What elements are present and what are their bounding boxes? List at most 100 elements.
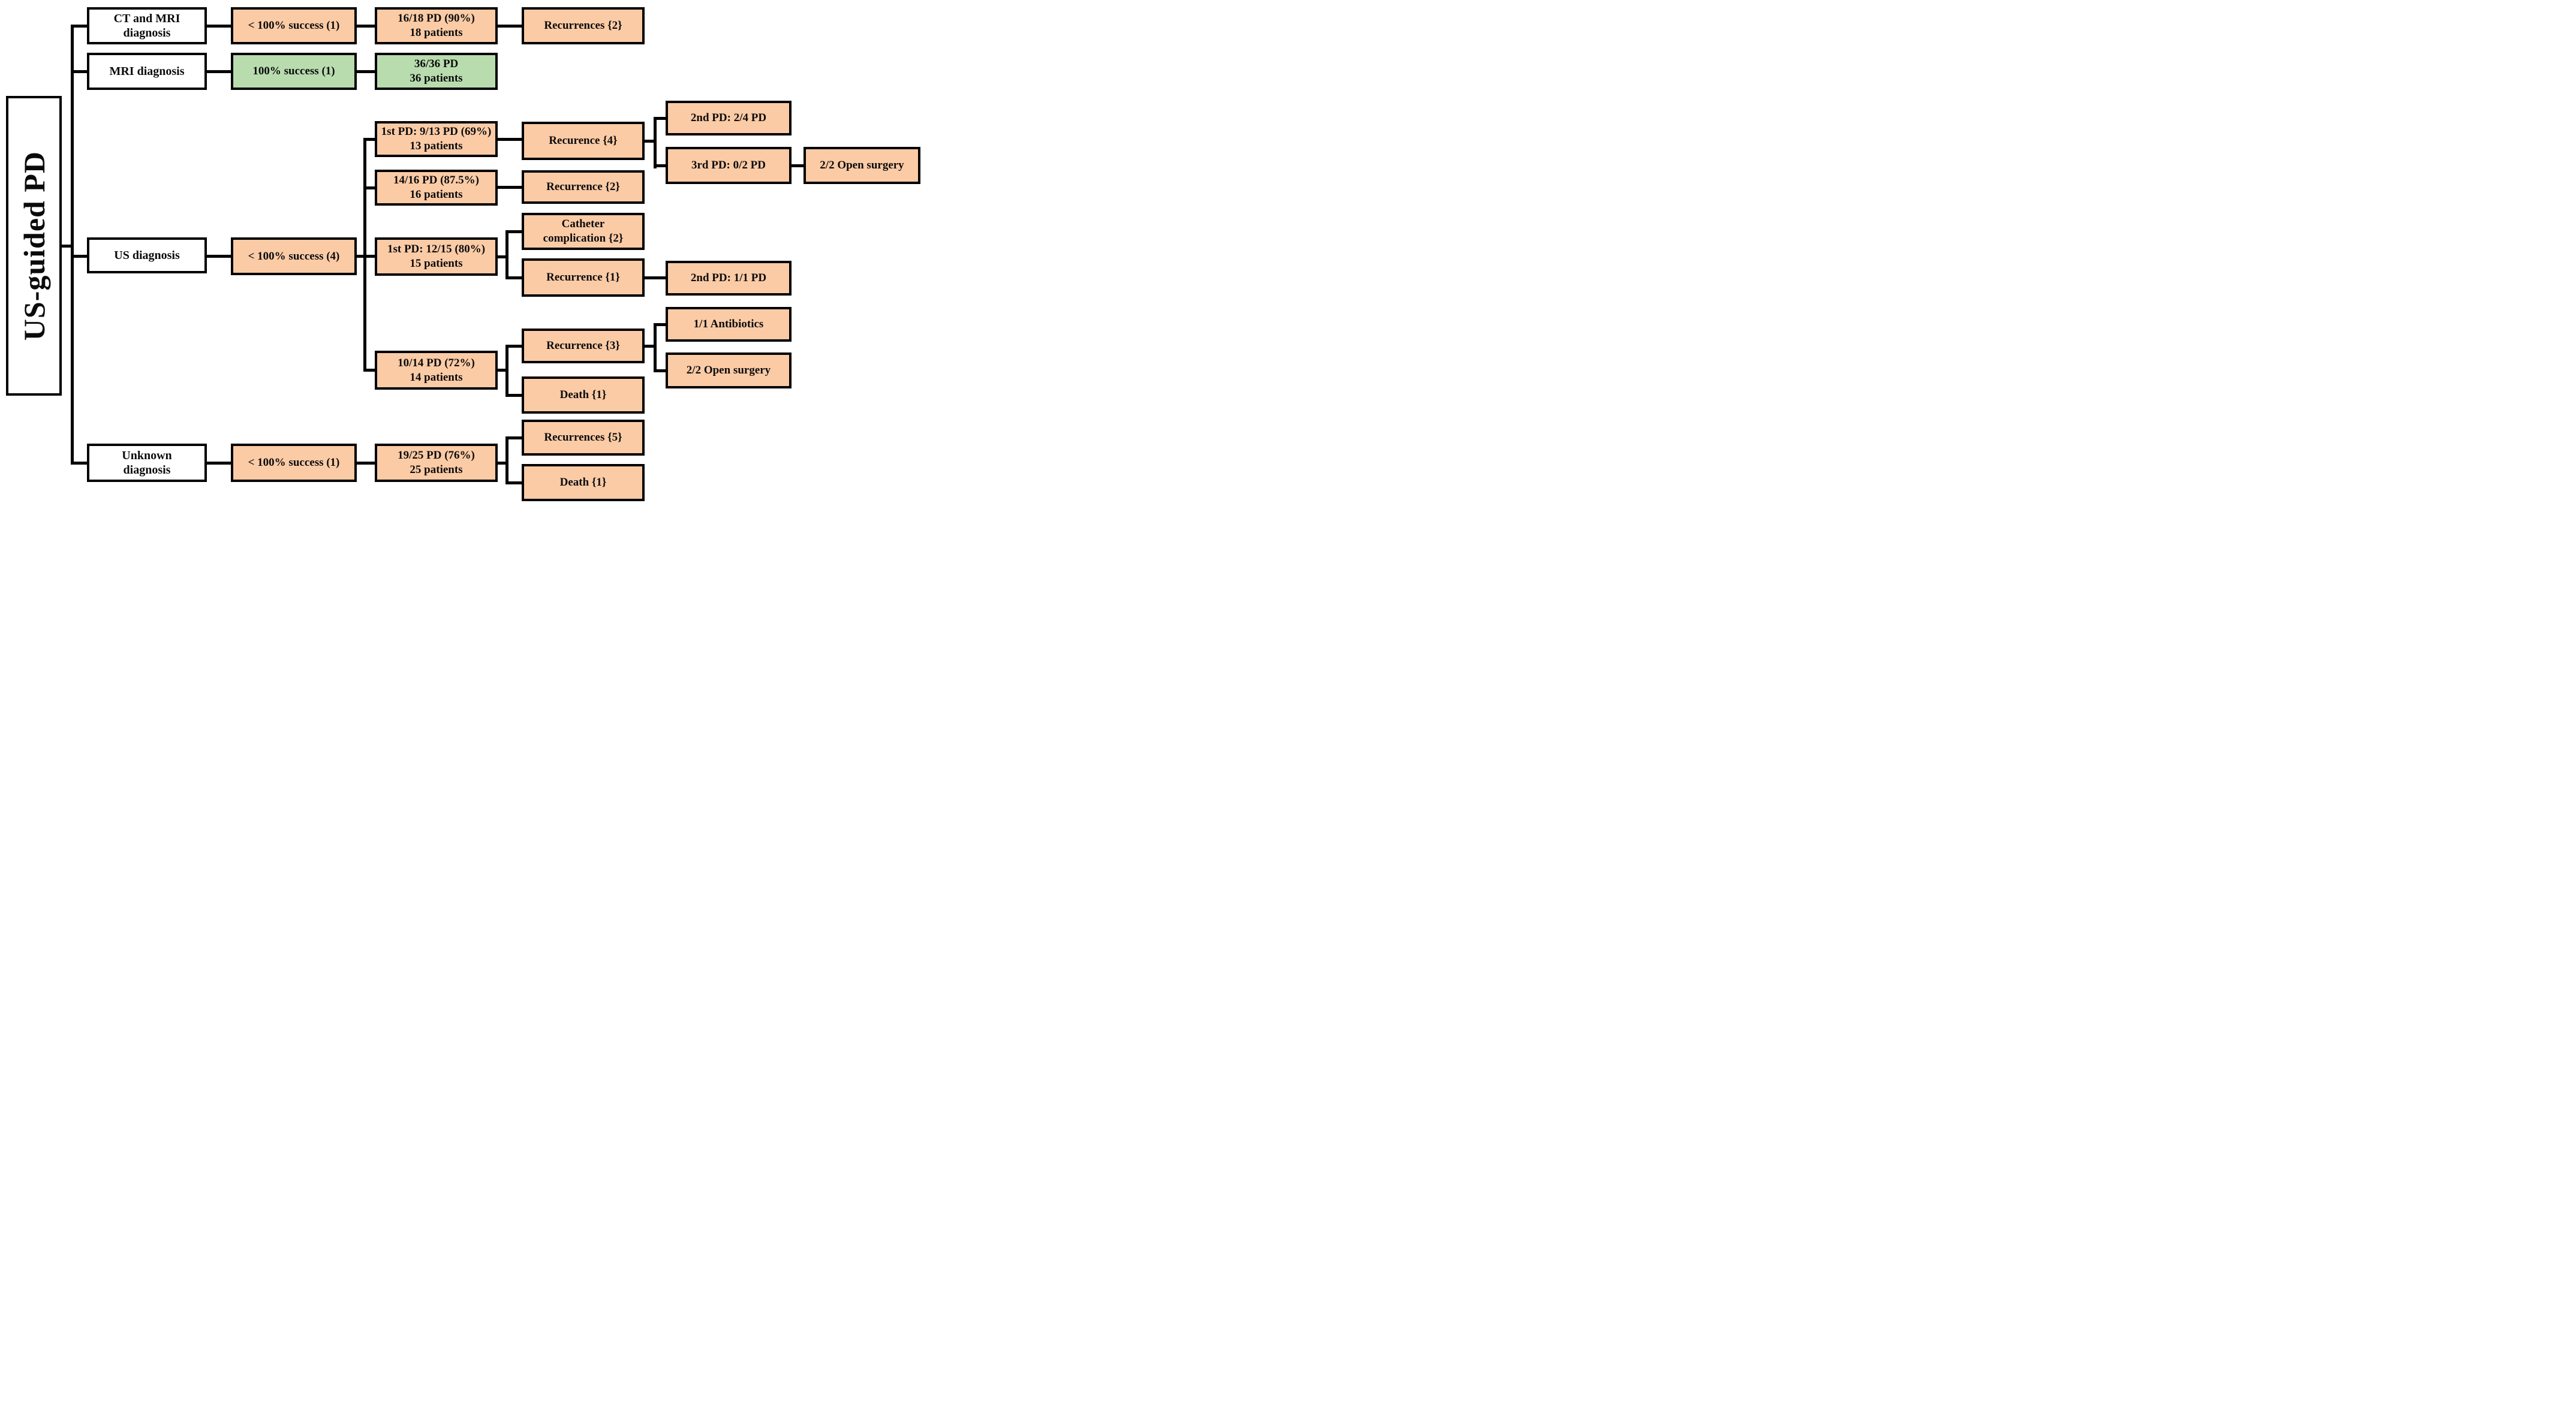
node-ct-pd-result: 16/18 PD (90%) 18 patients <box>375 7 498 44</box>
node-us-branch4-open-surgery: 2/2 Open surgery <box>666 352 792 388</box>
node-root-us-guided-pd: US-guided PD <box>6 96 62 396</box>
node-text: 1/1 Antibiotics <box>693 318 764 330</box>
connector-root-trunk <box>62 245 74 248</box>
node-text: 16 patients <box>410 188 463 201</box>
node-text: Recurence {4} <box>549 134 618 147</box>
node-us-branch1-open-surgery: 2/2 Open surgery <box>804 147 920 184</box>
node-us-diagnosis: US diagnosis <box>87 237 207 273</box>
connector <box>645 140 657 143</box>
node-text: CT and MRI <box>113 12 180 25</box>
node-text: 14 patients <box>410 370 463 384</box>
node-us-branch3-catheter-complication: Catheter complication {2} <box>522 213 645 250</box>
node-us-branch1-2nd-pd: 2nd PD: 2/4 PD <box>666 101 792 135</box>
root-label: US-guided PD <box>17 150 51 341</box>
connector <box>207 255 231 258</box>
connector <box>654 323 657 372</box>
node-text: US diagnosis <box>114 249 180 262</box>
node-us-branch2-recurrence: Recurrence {2} <box>522 170 645 204</box>
node-text: 18 patients <box>410 26 463 39</box>
node-us-branch1-pd: 1st PD: 9/13 PD (69%) 13 patients <box>375 121 498 157</box>
connector <box>357 70 375 73</box>
node-text: 36/36 PD <box>414 58 459 70</box>
node-text: Recurrences {2} <box>544 19 622 32</box>
node-mri-pd-result: 36/36 PD 36 patients <box>375 53 498 90</box>
node-us-branch3-recurrence: Recurrence {1} <box>522 258 645 297</box>
node-ct-success-rate: < 100% success (1) <box>231 7 357 44</box>
node-us-branch3-pd: 1st PD: 12/15 (80%) 15 patients <box>375 237 498 276</box>
node-text: 16/18 PD (90%) <box>398 12 475 25</box>
connector <box>505 345 522 348</box>
connector <box>654 323 666 326</box>
connector-trunk-unknown <box>71 462 87 465</box>
node-unknown-diagnosis: Unknown diagnosis <box>87 444 207 482</box>
node-mri-success-rate: 100% success (1) <box>231 53 357 90</box>
connector <box>207 462 231 465</box>
connector <box>357 462 375 465</box>
node-text: complication {2} <box>543 232 624 245</box>
connector-trunk-mri <box>71 70 87 73</box>
node-mri-diagnosis: MRI diagnosis <box>87 53 207 90</box>
node-text: Death {1} <box>559 388 607 401</box>
node-text: 100% success (1) <box>252 65 335 77</box>
connector-trunk-ctmri <box>71 25 87 28</box>
connector <box>505 230 508 279</box>
connector <box>654 369 666 372</box>
node-text: 2nd PD: 1/1 PD <box>690 272 767 284</box>
node-unknown-success-rate: < 100% success (1) <box>231 444 357 482</box>
node-us-branch4-death: Death {1} <box>522 376 645 414</box>
node-text: MRI diagnosis <box>109 65 185 78</box>
connector <box>505 436 508 484</box>
node-text: 14/16 PD (87.5%) <box>393 174 479 186</box>
node-text: 13 patients <box>410 140 463 152</box>
connector <box>505 481 522 484</box>
node-us-branch1-3rd-pd: 3rd PD: 0/2 PD <box>666 147 792 184</box>
connector-trunk-us <box>71 255 87 258</box>
node-us-branch4-antibiotics: 1/1 Antibiotics <box>666 307 792 342</box>
node-text: < 100% success (4) <box>248 249 340 263</box>
node-text: Recurrences {5} <box>544 431 622 444</box>
node-text: Recurrence {1} <box>546 271 620 284</box>
connector <box>498 25 522 28</box>
node-text: 25 patients <box>410 463 463 476</box>
node-text: 2/2 Open surgery <box>820 159 904 171</box>
node-text: 3rd PD: 0/2 PD <box>691 159 766 171</box>
connector <box>505 345 508 396</box>
node-text: 19/25 PD (76%) <box>398 449 475 462</box>
connector <box>207 25 231 28</box>
node-text: Recurrence {2} <box>546 180 620 193</box>
connector <box>363 369 375 372</box>
connector <box>792 164 804 167</box>
node-text: Unknown <box>122 449 172 462</box>
node-text: 10/14 PD (72%) <box>398 356 475 369</box>
node-text: diagnosis <box>123 26 171 40</box>
node-text: 1st PD: 9/13 PD (69%) <box>381 125 492 138</box>
connector <box>498 255 508 258</box>
node-unknown-death: Death {1} <box>522 464 645 501</box>
connector <box>498 138 522 141</box>
connector <box>654 164 666 167</box>
connector <box>207 70 231 73</box>
node-ct-recurrences: Recurrences {2} <box>522 7 645 44</box>
node-us-branch3-2nd-pd: 2nd PD: 1/1 PD <box>666 261 792 296</box>
node-us-branch4-pd: 10/14 PD (72%) 14 patients <box>375 351 498 390</box>
connector <box>357 25 375 28</box>
flowchart-us-guided-pd: US-guided PD CT and MRI diagnosis < 100%… <box>0 0 923 502</box>
node-ct-mri-diagnosis: CT and MRI diagnosis <box>87 7 207 44</box>
connector <box>505 230 522 233</box>
node-us-branch2-pd: 14/16 PD (87.5%) 16 patients <box>375 170 498 206</box>
node-us-success-rate: < 100% success (4) <box>231 237 357 275</box>
connector <box>498 462 508 465</box>
connector <box>654 117 657 168</box>
node-text: Catheter <box>561 218 605 230</box>
node-text: < 100% success (1) <box>248 456 340 469</box>
node-text: 15 patients <box>410 257 463 270</box>
node-text: < 100% success (1) <box>248 19 340 32</box>
node-text: 2/2 Open surgery <box>686 364 771 376</box>
connector <box>505 436 522 439</box>
connector <box>498 186 522 189</box>
node-text: 1st PD: 12/15 (80%) <box>387 243 486 255</box>
node-us-branch1-recurrence: Recurence {4} <box>522 122 645 160</box>
node-text: Recurrence {3} <box>546 339 620 352</box>
node-unknown-pd-result: 19/25 PD (76%) 25 patients <box>375 444 498 482</box>
connector <box>505 394 522 397</box>
